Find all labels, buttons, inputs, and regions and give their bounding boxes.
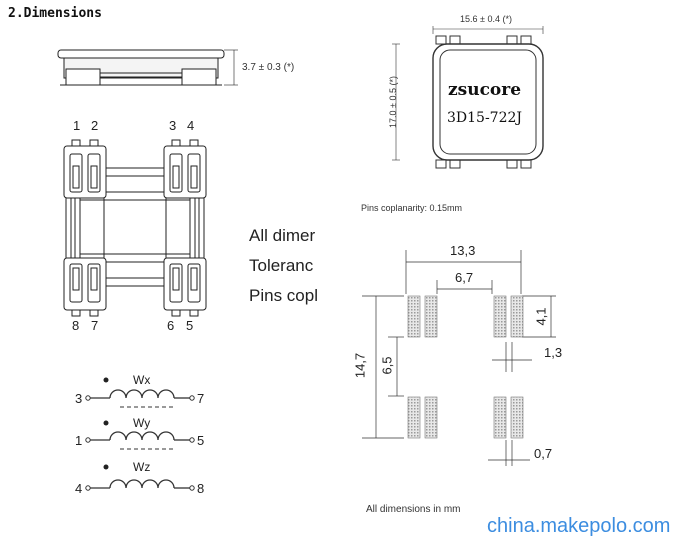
footprint-overall-width: 13,3 xyxy=(450,243,476,258)
units-note: All dimensions in mm xyxy=(366,504,461,515)
winding-label-wy: Wy xyxy=(133,416,151,430)
pin-label-8: 8 xyxy=(72,318,80,333)
part-number-marking: 3D15-722J xyxy=(447,110,523,126)
partial-text-pins: Pins copl xyxy=(249,286,317,305)
pin-label-3: 3 xyxy=(169,118,177,133)
winding-pin-4: 4 xyxy=(75,481,83,496)
pin-label-2: 2 xyxy=(91,118,99,133)
coplanarity-note: Pins coplanarity: 0.15mm xyxy=(361,203,463,213)
winding-pin-7: 7 xyxy=(197,391,205,406)
side-height-dimension: 3.7 ± 0.3 (*) xyxy=(242,62,295,73)
partial-text-tolerance: Toleranc xyxy=(249,256,314,275)
footprint-pad-width: 0,7 xyxy=(534,446,553,461)
pin-label-4: 4 xyxy=(187,118,195,133)
footprint-pad-height: 4,1 xyxy=(533,307,549,326)
watermark-text: china.makepolo.com xyxy=(487,515,671,537)
footprint-inner-width: 6,7 xyxy=(455,270,474,285)
winding-pin-1: 1 xyxy=(75,433,83,448)
footprint-inner-height: 6,5 xyxy=(379,356,395,375)
pin-label-1: 1 xyxy=(73,118,81,133)
pin-label-6: 6 xyxy=(167,318,175,333)
winding-pin-5: 5 xyxy=(197,433,205,448)
winding-pin-8: 8 xyxy=(197,481,205,496)
footprint-overall-height: 14,7 xyxy=(352,352,368,379)
winding-label-wx: Wx xyxy=(133,373,151,387)
winding-label-wz: Wz xyxy=(133,460,151,474)
pin-label-5: 5 xyxy=(186,318,194,333)
pin-label-7: 7 xyxy=(91,318,99,333)
package-width-dimension: 15.6 ± 0.4 (*) xyxy=(460,14,512,24)
partial-text-dimensions: All dimer xyxy=(249,226,316,245)
section-title: 2.Dimensions xyxy=(8,6,102,21)
winding-pin-3: 3 xyxy=(75,391,83,406)
footprint-pad-gap: 1,3 xyxy=(544,345,563,360)
brand-marking: zsucore xyxy=(448,80,522,100)
